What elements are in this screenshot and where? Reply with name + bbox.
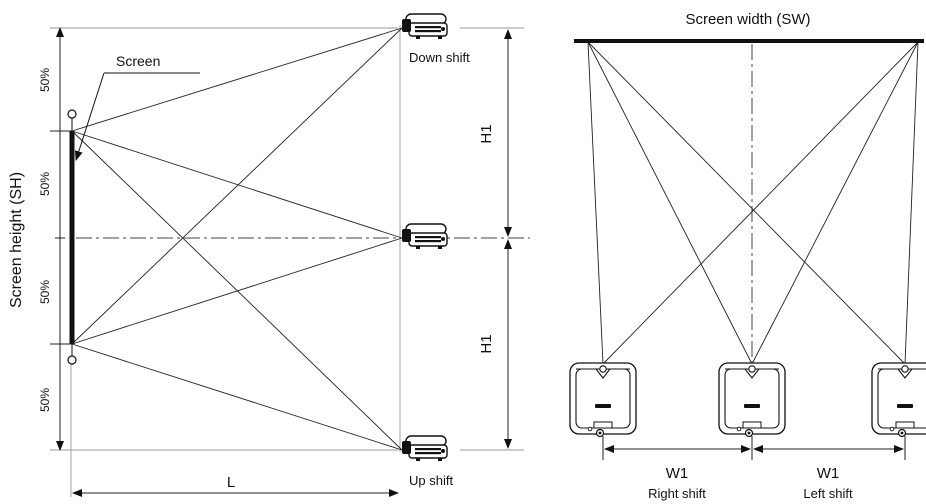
projector-side-center xyxy=(401,223,448,250)
screen-bottom-knob xyxy=(67,355,77,365)
down-shift-label: Down shift xyxy=(409,50,470,65)
screen-top-knob xyxy=(67,109,77,119)
screen-callout-arrow xyxy=(74,72,105,161)
w1-left-label: W1 xyxy=(666,465,689,482)
screen-label: Screen xyxy=(116,53,160,69)
distance-l-label: L xyxy=(227,474,235,491)
projector-front-right-shift xyxy=(569,362,637,438)
right-shift-label: Right shift xyxy=(648,486,706,501)
projector-side-down-shift xyxy=(401,13,448,40)
h1-upper-label: H1 xyxy=(478,124,495,143)
side-view: Screen Screen height (SH) 50% 50% 50% 50… xyxy=(8,13,530,497)
up-shift-label: Up shift xyxy=(409,473,453,488)
h1-lower-label: H1 xyxy=(478,334,495,353)
left-shift-label: Left shift xyxy=(803,486,853,501)
percent-label-2: 50% xyxy=(38,172,52,196)
projector-front-left-shift xyxy=(871,362,926,438)
top-view-projection-rays xyxy=(587,41,919,365)
top-view: Screen width (SW) W1 W1 Right shift Left… xyxy=(569,11,926,501)
projector-front-center xyxy=(718,362,786,438)
percent-label-4: 50% xyxy=(38,388,52,412)
screen-height-label: Screen height (SH) xyxy=(8,172,25,308)
projector-side-up-shift xyxy=(401,435,448,462)
projection-rays xyxy=(71,27,403,451)
percent-label-1: 50% xyxy=(38,68,52,92)
screen-width-label: Screen width (SW) xyxy=(685,11,810,28)
percent-label-3: 50% xyxy=(38,280,52,304)
w1-right-label: W1 xyxy=(817,465,840,482)
